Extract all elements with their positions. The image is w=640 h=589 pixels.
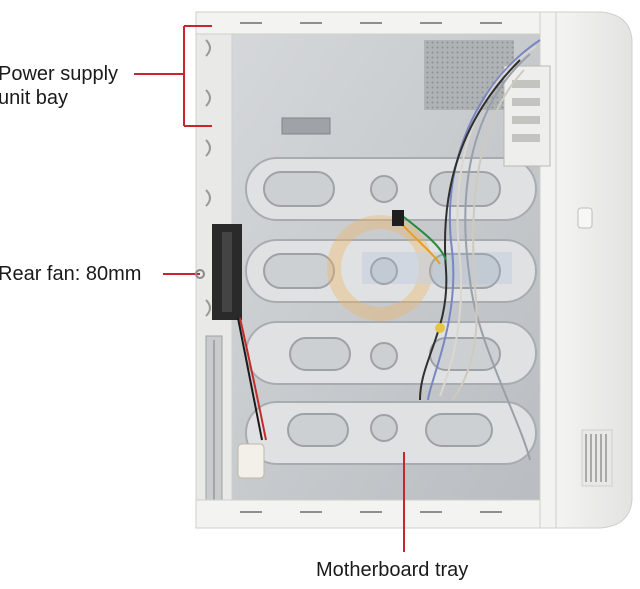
front-vent-grille bbox=[581, 429, 613, 487]
watermark-logo bbox=[327, 215, 512, 321]
motherboard-tray-label: Motherboard tray bbox=[316, 559, 469, 581]
molex-connector bbox=[237, 443, 265, 479]
fan-cable bbox=[237, 317, 263, 441]
tray-bracket bbox=[281, 117, 331, 135]
cable-tie bbox=[435, 323, 445, 333]
power-supply-label-line2: unit bay bbox=[0, 87, 69, 109]
fan-screw bbox=[195, 269, 205, 279]
power-supply-bay-label: Power supply unit bay bbox=[0, 62, 118, 110]
front-bezel bbox=[539, 11, 633, 529]
cable-connector bbox=[392, 210, 404, 226]
bottom-rail bbox=[195, 499, 557, 529]
io-board-ports bbox=[512, 80, 540, 142]
front-latch bbox=[577, 207, 593, 229]
power-supply-label-line1: Power supply bbox=[0, 63, 119, 85]
rear-panel-slots bbox=[205, 39, 211, 317]
expansion-slots bbox=[205, 335, 223, 505]
tray-holes bbox=[263, 171, 501, 447]
top-vent-mesh bbox=[424, 40, 514, 110]
rear-fan-label: Rear fan: 80mm bbox=[0, 263, 142, 285]
callout-lines bbox=[134, 25, 405, 552]
front-panel-cables bbox=[395, 39, 541, 461]
